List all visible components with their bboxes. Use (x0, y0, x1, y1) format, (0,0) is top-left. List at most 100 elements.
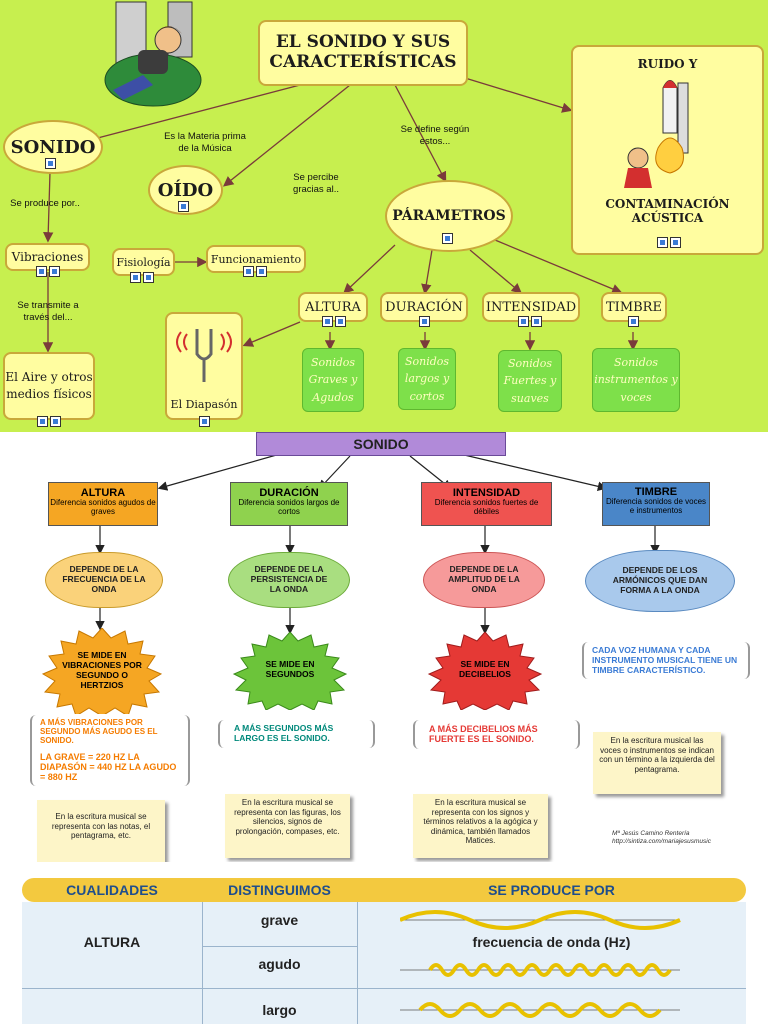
timbre-writing-note: En la escritura musical las voces o inst… (593, 732, 721, 794)
rocket-illustration (623, 80, 688, 188)
duracion-brace-text: A MÁS SEGUNDOS MÁS LARGO ES EL SONIDO. (234, 723, 334, 743)
image-icon[interactable] (37, 416, 48, 427)
concept-map: EL SONIDO Y SUS CARACTERÍSTICAS RUIDO Y … (0, 0, 768, 432)
scheme-sound-banner: SONIDO (256, 432, 506, 456)
timbre-depends-cloud: DEPENDE DE LOS ARMÓNICOS QUE DAN FORMA A… (585, 550, 735, 612)
duracion-header-sub: Diferencia sonidos largos de cortos (238, 498, 340, 516)
image-icon[interactable] (518, 316, 529, 327)
timbre-examples-text: Sonidos instrumentos y voces (594, 356, 678, 404)
timbre-header-title: TIMBRE (634, 486, 678, 498)
row-altura-produced: frecuencia de onda (Hz) (472, 934, 631, 950)
column-divider-1 (202, 902, 203, 1024)
qualities-scheme: SONIDO ALTURA Diferencia sonidos agudos … (0, 432, 768, 862)
document-icon[interactable] (628, 316, 639, 327)
functioning-icons (243, 266, 267, 277)
document-icon[interactable] (531, 316, 542, 327)
listener-illustration (104, 1, 202, 107)
timbre-writing-text: En la escritura musical las voces o inst… (599, 736, 715, 774)
intensidad-writing-note: En la escritura musical se representa co… (413, 794, 548, 858)
document-icon[interactable] (143, 272, 154, 283)
document-icon[interactable] (49, 266, 60, 277)
document-icon[interactable] (442, 233, 453, 244)
link-label-define: Se define según estos... (400, 124, 470, 148)
author-credit: Mª Jesús Camino Rentería http://sintiza.… (612, 830, 768, 846)
image-icon[interactable] (243, 266, 254, 277)
tuning-fork-label: El Diapasón (170, 398, 238, 411)
document-icon[interactable] (335, 316, 346, 327)
concept-map-connectors (42, 77, 639, 353)
row-divider-inner (202, 946, 357, 947)
intensidad-header: INTENSIDAD Diferencia sonidos fuertes de… (421, 482, 552, 526)
physiology-label: Fisiología (116, 255, 171, 269)
column-divider-2 (357, 902, 358, 1024)
document-icon[interactable] (256, 266, 267, 277)
image-icon[interactable] (130, 272, 141, 283)
timbre-header-sub: Diferencia sonidos de voces e instrument… (605, 497, 707, 515)
intensidad-node: INTENSIDAD (482, 292, 580, 322)
document-icon[interactable] (178, 201, 189, 212)
timbre-depends-text: DEPENDE DE LOS ARMÓNICOS QUE DAN FORMA A… (612, 565, 708, 595)
air-label: El Aire y otros medios físicos (5, 370, 93, 401)
intensidad-icons (518, 316, 542, 327)
document-icon[interactable] (199, 416, 210, 427)
noise-title: RUIDO Y (637, 57, 698, 71)
vibrations-icons (36, 266, 60, 277)
altura-header-sub: Diferencia sonidos agudos de graves (50, 498, 156, 516)
duracion-header-title: DURACIÓN (259, 487, 319, 499)
timbre-brace-note: CADA VOZ HUMANA Y CADA INSTRUMENTO MUSIC… (582, 642, 750, 680)
duracion-label: DURACIÓN (385, 299, 463, 315)
intensidad-brace-text: A MÁS DECIBELIOS MÁS FUERTE ES EL SONIDO… (429, 724, 538, 745)
document-icon[interactable] (50, 416, 61, 427)
header-qualities: CUALIDADES (66, 882, 158, 898)
timbre-header: TIMBRE Diferencia sonidos de voces e ins… (602, 482, 710, 526)
header-produced-by: SE PRODUCE POR (488, 882, 615, 898)
functioning-label: Funcionamiento (210, 252, 302, 266)
altura-depends-cloud: DEPENDE DE LA FRECUENCIA DE LA ONDA (45, 552, 163, 608)
duracion-measure-text: SE MIDE EN SEGUNDOS (265, 659, 315, 679)
noise-icons (657, 237, 681, 248)
sound-icons (45, 158, 56, 169)
duracion-measure-star (232, 632, 348, 710)
document-icon[interactable] (419, 316, 430, 327)
link-label-produce: Se produce por.. (10, 198, 80, 209)
altura-label: ALTURA (305, 299, 361, 315)
ear-icons (178, 201, 189, 212)
noise-subtitle: CONTAMINACIÓN ACÚSTICA (605, 197, 730, 225)
intensidad-measure-star (427, 632, 543, 710)
altura-writing-text: En la escritura musical se representa co… (51, 812, 151, 841)
map-title: EL SONIDO Y SUS CARACTERÍSTICAS (269, 32, 457, 72)
altura-header: ALTURA Diferencia sonidos agudos de grav… (48, 482, 158, 526)
image-icon[interactable] (36, 266, 47, 277)
altura-node: ALTURA (298, 292, 368, 322)
duracion-depends-text: DEPENDE DE LA PERSISTENCIA DE LA ONDA (250, 564, 328, 594)
intensidad-writing-text: En la escritura musical se representa co… (423, 798, 538, 846)
link-label-transmite: Se transmite a través del... (17, 300, 79, 324)
wave-illustrations (400, 910, 681, 1018)
image-icon[interactable] (322, 316, 333, 327)
duracion-examples-text: Sonidos largos y cortos (404, 355, 450, 403)
document-icon[interactable] (670, 237, 681, 248)
intensidad-depends-cloud: DEPENDE DE LA AMPLITUD DE LA ONDA (423, 552, 545, 608)
intensidad-label: INTENSIDAD (485, 299, 577, 315)
intensidad-header-title: INTENSIDAD (452, 487, 521, 499)
ear-label: OÍDO (157, 179, 214, 201)
row-altura-agudo: agudo (258, 956, 301, 972)
image-icon[interactable] (657, 237, 668, 248)
duracion-writing-note: En la escritura musical se representa co… (225, 794, 350, 858)
document-icon[interactable] (45, 158, 56, 169)
header-distinguish: DISTINGUIMOS (228, 882, 331, 898)
duracion-depends-cloud: DEPENDE DE LA PERSISTENCIA DE LA ONDA (228, 552, 350, 608)
intensidad-examples-text: Sonidos Fuertes y suaves (503, 357, 557, 405)
author-url[interactable]: http://sintiza.com/mariajesusmusic (612, 838, 711, 846)
tuning-fork-icons (199, 416, 210, 427)
altura-writing-note: En la escritura musical se representa co… (37, 800, 165, 862)
tuning-fork-icon (176, 329, 232, 382)
intensidad-header-sub: Diferencia sonidos fuertes de débiles (434, 498, 539, 516)
parameters-icons (442, 233, 453, 244)
altura-examples-text: Sonidos Graves y Agudos (308, 356, 358, 404)
altura-measure-star (41, 628, 163, 714)
parameters-label: PÁRAMETROS (392, 208, 506, 224)
tuning-fork-node: El Diapasón (165, 312, 243, 420)
qualities-table: CUALIDADES DISTINGUIMOS SE PRODUCE POR A… (0, 862, 768, 1024)
air-icons (37, 416, 61, 427)
